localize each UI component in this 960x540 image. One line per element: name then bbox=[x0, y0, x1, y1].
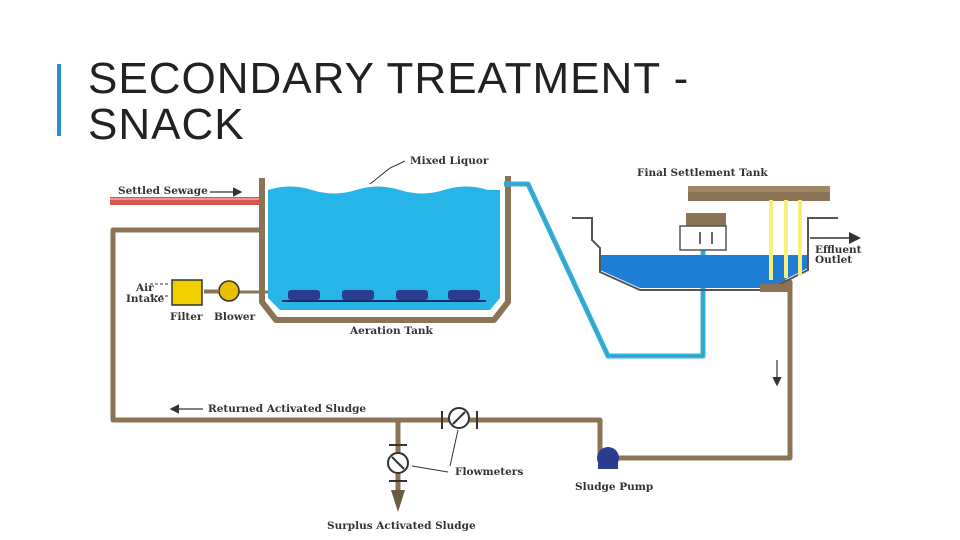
return-sludge-pipe bbox=[110, 227, 793, 461]
final-settlement-tank-label: Final Settlement Tank bbox=[637, 167, 768, 179]
aeration-tank-wall bbox=[259, 176, 511, 323]
filter bbox=[171, 279, 203, 306]
final-settlement-tank bbox=[572, 186, 838, 292]
aeration-tank-water bbox=[268, 186, 500, 310]
effluent-outlet-label-2: Outlet bbox=[815, 254, 852, 266]
filter-label: Filter bbox=[170, 311, 203, 323]
air-intake-label-2: Intake bbox=[126, 293, 164, 305]
air-intake-label-1: Air bbox=[135, 282, 154, 294]
flowmeters-label: Flowmeters bbox=[455, 466, 523, 478]
flowmeters-leader-line bbox=[411, 465, 449, 473]
blower-label: Blower bbox=[214, 311, 256, 323]
settled-sewage-label: Settled Sewage bbox=[118, 185, 208, 197]
sludge-pump-label: Sludge Pump bbox=[575, 481, 653, 493]
mixed-liquor-leader-line bbox=[369, 160, 406, 185]
aeration-tank-label: Aeration Tank bbox=[349, 325, 434, 337]
flowmeters-leader-line bbox=[449, 429, 459, 467]
slide-title: SECONDARY TREATMENT - SNACK bbox=[88, 56, 689, 148]
bridge-drive bbox=[686, 213, 726, 227]
slide-title-line-2: SNACK bbox=[88, 100, 245, 149]
blower bbox=[218, 280, 240, 302]
diffuser bbox=[288, 290, 320, 300]
surplus-sludge-arrow-icon bbox=[391, 490, 405, 512]
slide-title-line-1: SECONDARY TREATMENT - bbox=[88, 54, 690, 103]
sludge-hopper bbox=[760, 284, 790, 292]
effluent-outlet-label-1: Effluent bbox=[815, 244, 862, 256]
mixed-liquor-label: Mixed Liquor bbox=[410, 155, 489, 167]
flowmeter-surplus bbox=[387, 444, 409, 482]
diffuser bbox=[342, 290, 374, 300]
title-accent-bar bbox=[57, 64, 61, 136]
aeration-tank bbox=[259, 176, 511, 323]
flowmeter-return bbox=[441, 407, 478, 429]
bridge-deck-upper bbox=[688, 186, 830, 192]
surplus-activated-sludge-label: Surplus Activated Sludge bbox=[327, 520, 476, 532]
final-tank-water bbox=[600, 255, 808, 288]
returned-activated-sludge-label: Returned Activated Sludge bbox=[208, 403, 366, 415]
final-tank-wall bbox=[572, 217, 838, 291]
diffuser bbox=[448, 290, 480, 300]
settled-sewage-pipe bbox=[110, 197, 262, 205]
diffuser bbox=[396, 290, 428, 300]
center-well bbox=[679, 225, 727, 251]
